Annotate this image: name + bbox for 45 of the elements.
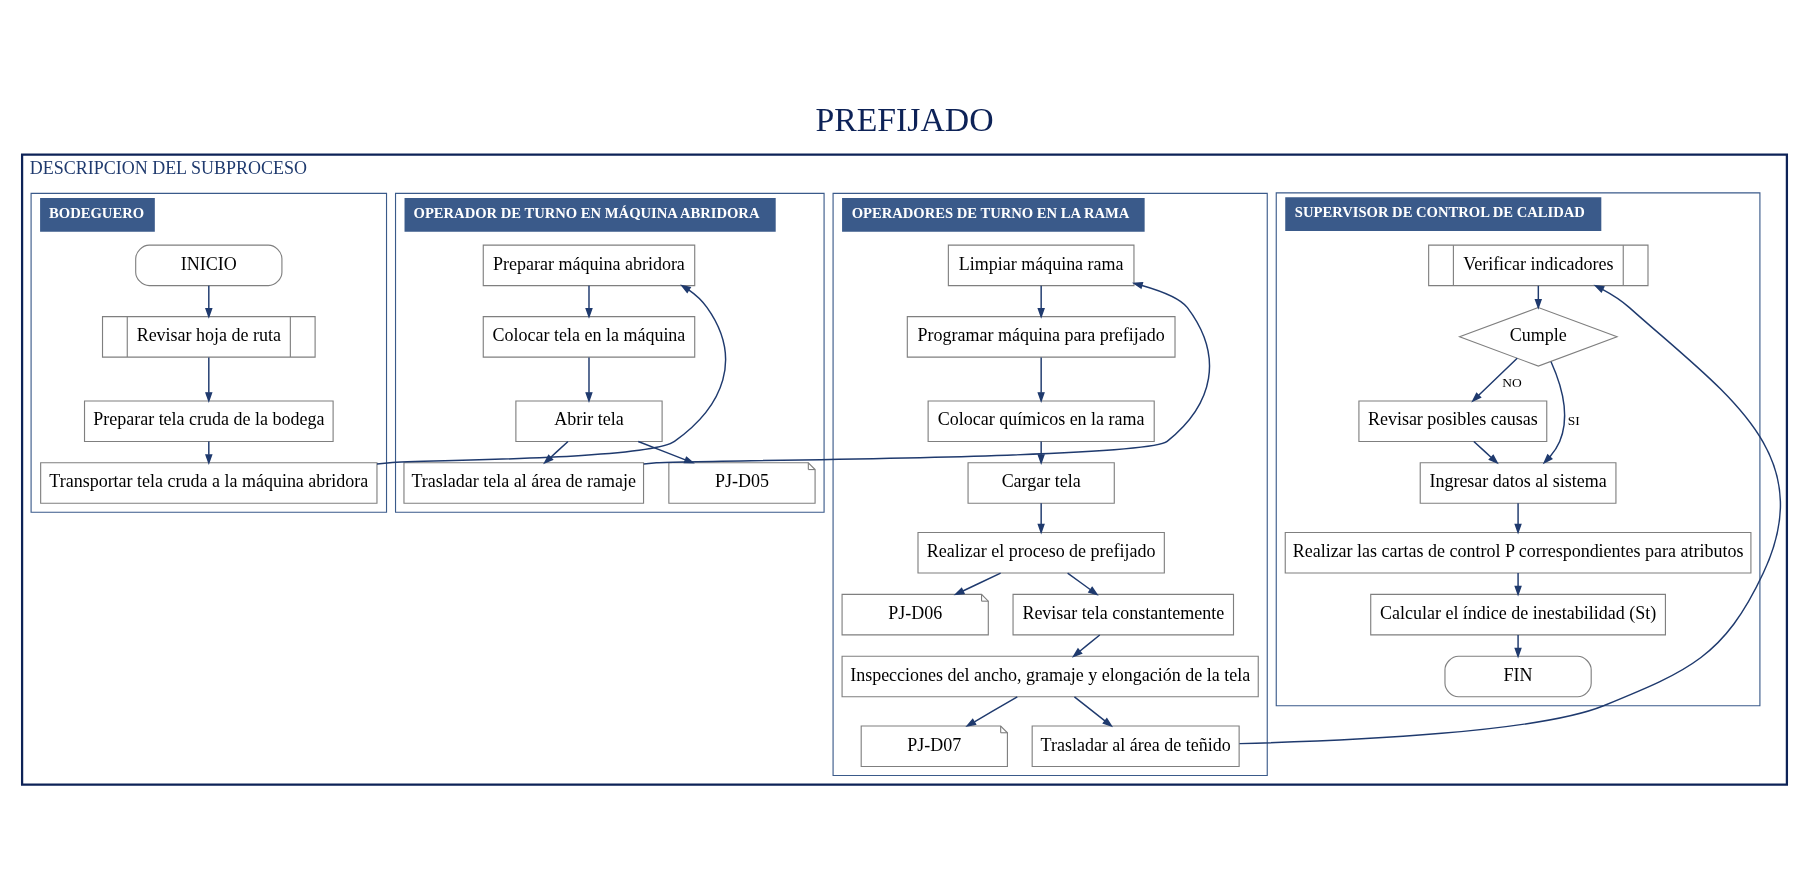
node-diamond: Cumple <box>1458 307 1619 367</box>
diagram-title: PREFIJADO <box>815 100 994 138</box>
node-box: Calcular el índice de inestabilidad (St) <box>1370 593 1666 636</box>
node-box: Realizar las cartas de control P correspondientes para atributos <box>1284 532 1752 574</box>
arrow <box>1073 696 1114 728</box>
arrow <box>585 285 593 319</box>
node-box: FIN <box>1444 655 1592 698</box>
arrow <box>1071 634 1101 658</box>
arrow <box>1471 357 1518 403</box>
node-box: Colocar químicos en la rama <box>927 400 1155 442</box>
arrow <box>1066 572 1099 596</box>
node-box: Realizar el proceso de prefijado <box>917 532 1165 574</box>
arrow <box>1037 440 1045 465</box>
arrow <box>1514 634 1522 659</box>
node-box: Trasladar tela al área de ramaje <box>403 462 645 504</box>
arrow <box>543 440 569 465</box>
node-box: Ingresar datos al sistema <box>1419 462 1617 504</box>
edge-label: NO <box>1502 375 1522 390</box>
arrow <box>205 285 213 319</box>
arrow <box>1514 502 1522 535</box>
edge-label: SI <box>1567 412 1580 428</box>
node-box: Inspecciones del ancho, gramaje y elongación de la tela <box>841 655 1259 698</box>
arrow <box>1473 440 1499 465</box>
arrow <box>1542 361 1566 465</box>
arrow <box>953 572 1002 596</box>
arrow <box>585 356 593 403</box>
arrow <box>965 696 1018 728</box>
node-box: Colocar tela en la máquina <box>482 316 696 358</box>
node-box: Preparar tela cruda de la bodega <box>83 400 334 442</box>
node-box: Trasladar al área de teñido <box>1031 725 1240 768</box>
node-box: Cargar tela <box>967 462 1115 504</box>
node-box: Preparar máquina abridora <box>482 244 696 287</box>
node-box: Abrir tela <box>515 400 663 442</box>
node-box: Programar máquina para prefijado <box>906 316 1176 358</box>
node-box: INICIO <box>135 244 283 287</box>
node-box: Revisar tela constantemente <box>1012 593 1235 636</box>
arrow <box>1037 285 1045 319</box>
arrow <box>1037 502 1045 535</box>
node-box: Revisar posibles causas <box>1358 400 1548 442</box>
arrow <box>205 356 213 403</box>
arrow <box>1514 572 1522 597</box>
node-box: Transportar tela cruda a la máquina abridora <box>40 462 378 504</box>
node-box: Limpiar máquina rama <box>947 244 1135 287</box>
arrow <box>205 440 213 465</box>
arrow <box>1037 356 1045 403</box>
